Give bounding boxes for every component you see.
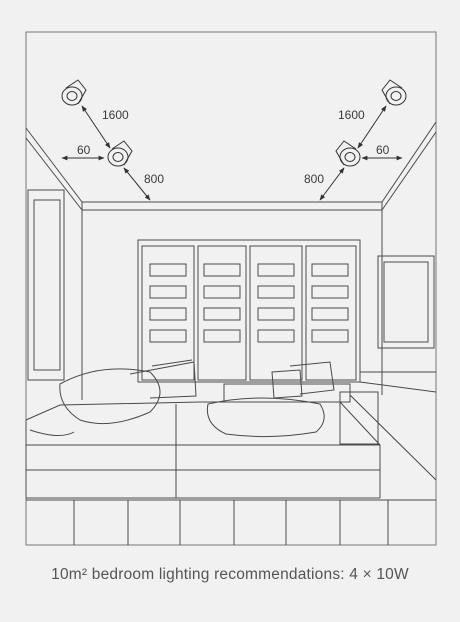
room-outline: [25, 121, 437, 501]
right-depth-arrow: [319, 167, 345, 201]
downlight-3: [381, 79, 407, 106]
bedroom-lighting-illustration: 1600 60 800 1600 60 800: [25, 31, 437, 546]
left-wall-label: 60: [77, 143, 91, 157]
right-wall-frame: [377, 255, 435, 349]
left-spacing-arrow: [81, 105, 111, 149]
downlight-4: [335, 140, 361, 167]
right-depth-label: 800: [304, 172, 324, 186]
right-spacing-label: 1600: [338, 108, 365, 122]
left-wall-panel: [27, 189, 65, 381]
left-spacing-label: 1600: [102, 108, 129, 122]
wardrobe: [137, 239, 361, 383]
scene-frame: [25, 31, 437, 546]
side-cabinet: [339, 391, 379, 445]
downlight-2: [107, 140, 133, 167]
right-spacing-arrow: [357, 105, 387, 149]
left-depth-label: 800: [144, 172, 164, 186]
left-depth-arrow: [123, 167, 151, 201]
right-wall-label: 60: [376, 143, 390, 157]
lighting-recommendation-caption: 10m² bedroom lighting recommendations: 4…: [51, 566, 409, 583]
right-wall-ledge: [359, 371, 437, 393]
bed: [25, 359, 389, 545]
downlight-1: [61, 79, 87, 106]
